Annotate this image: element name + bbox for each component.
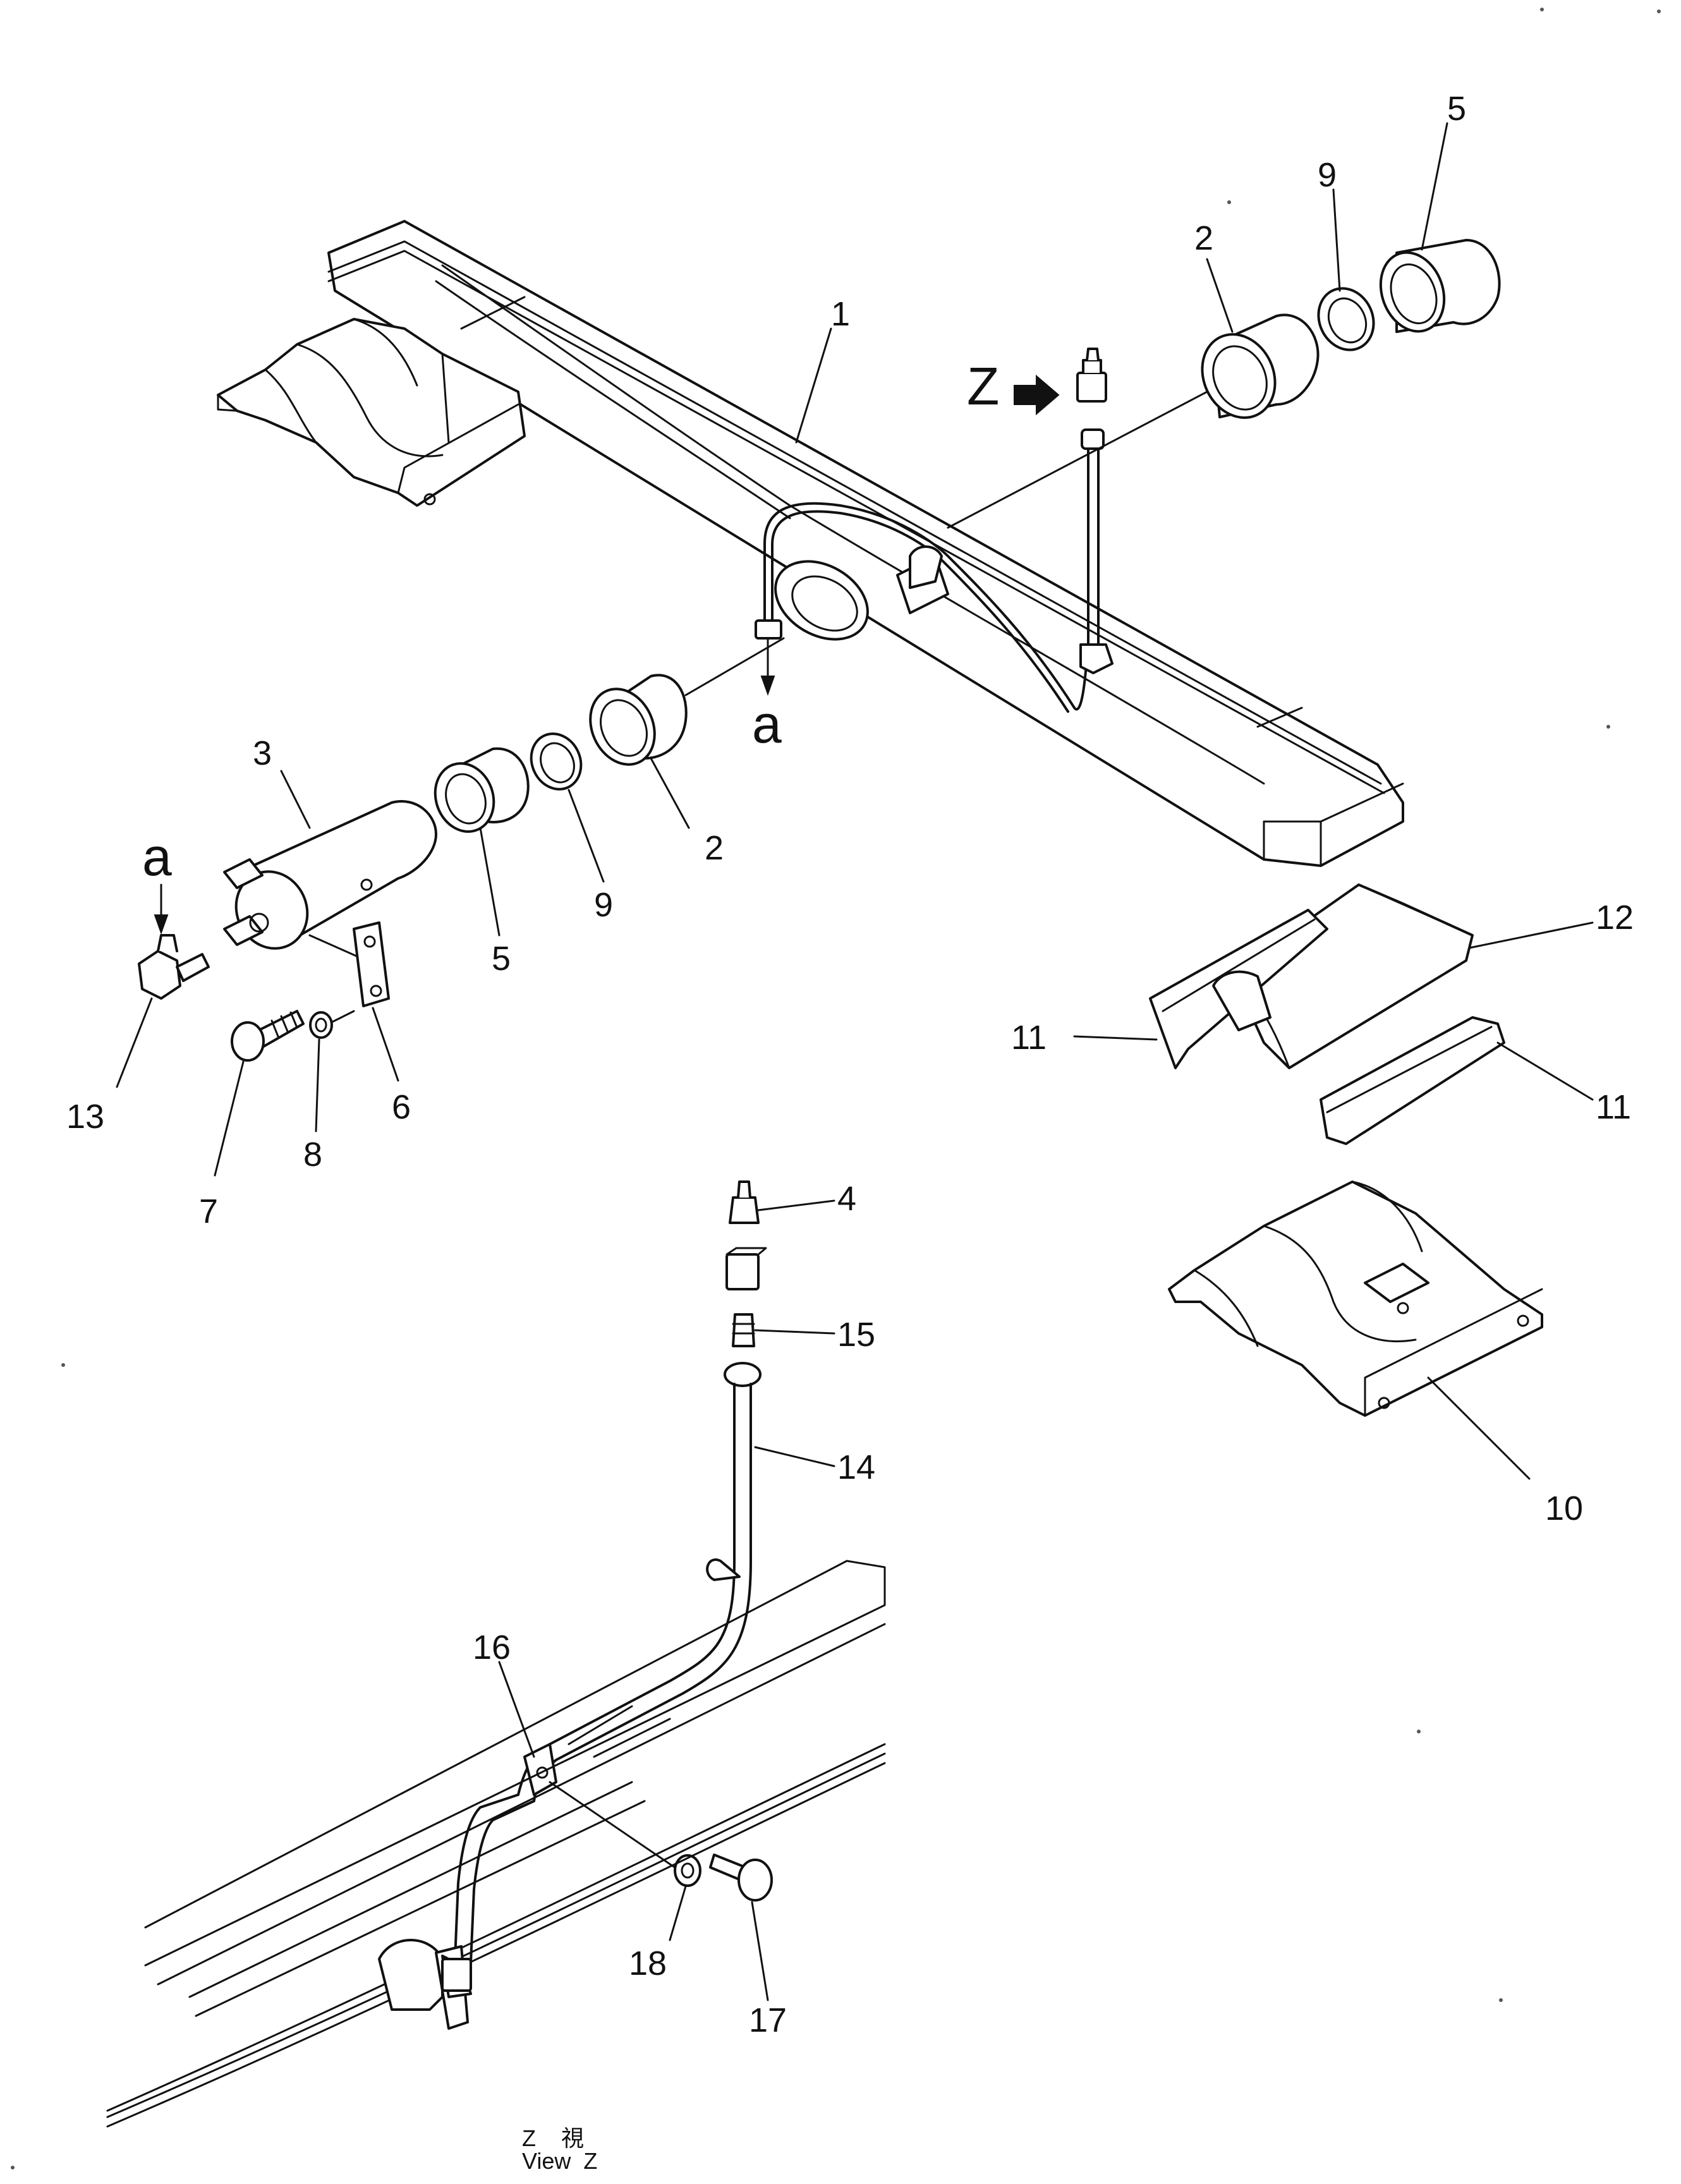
grease-fitting-4 [730,1182,758,1223]
callout-12: 12 [1596,899,1634,937]
callout-16: 16 [473,1629,511,1666]
washer-8 [310,1012,332,1038]
callout-5-lower: 5 [492,940,511,978]
callout-11-left: 11 [1011,1019,1047,1057]
reference-arrow-a-left: a [142,827,172,933]
beam-view-z [107,1561,885,2126]
callout-7: 7 [199,1192,218,1230]
callout-2-lower: 2 [705,829,724,867]
callout-6: 6 [392,1088,411,1126]
bushing-2-upper [1189,315,1318,429]
reference-arrow-a-center: a [752,638,782,754]
callout-13: 13 [66,1098,104,1136]
callout-9-lower: 9 [594,886,613,924]
scan-specks [11,8,1661,2169]
seal-9-upper [1309,279,1383,359]
callout-8: 8 [303,1136,322,1174]
beam-grease-pipe [756,504,1087,712]
shim-11-left [1150,910,1327,1068]
svg-text:a: a [752,695,782,754]
callout-labels: 1 2 9 5 2 9 5 3 6 8 7 13 4 15 14 11 11 1… [66,90,1634,2039]
view-z-marker: Z [967,356,1059,416]
callout-2-upper: 2 [1194,219,1213,257]
adapter-block [727,1248,766,1289]
bushing-5-lower [426,749,528,840]
support-bracket-10 [1169,1182,1542,1416]
callout-5-upper: 5 [1447,90,1466,128]
callout-15: 15 [837,1316,875,1354]
leader-lines [117,123,1593,2000]
svg-text:Z: Z [967,356,999,416]
beam-center-bore [762,545,882,655]
svg-text:a: a [142,827,172,887]
connector-15 [733,1314,754,1346]
callout-11-right: 11 [1596,1088,1631,1126]
bolt-7 [232,1011,303,1060]
grease-tube-upper [1077,349,1112,673]
bushing-5-upper [1370,240,1500,341]
seal-9-lower [523,725,590,798]
washer-18 [675,1855,700,1886]
callout-10: 10 [1545,1489,1583,1527]
callout-17: 17 [749,2001,787,2039]
bolt-17 [710,1855,772,1900]
pin-3 [224,801,436,960]
callout-18: 18 [629,1944,667,1982]
view-z-caption-line2: View Z [522,2148,598,2174]
beam-end-saddle [218,319,525,506]
callout-14: 14 [837,1448,875,1486]
lock-plate-6 [354,923,389,1006]
clamp-16 [525,1744,556,1795]
callout-3: 3 [253,734,272,772]
view-z-caption: Z 視 View Z [522,2127,610,2173]
bushing-2-lower [578,675,686,775]
callout-9-upper: 9 [1318,156,1337,194]
view-z-caption-line1: Z 視 [522,2125,584,2151]
callout-1: 1 [831,295,850,333]
callout-4: 4 [837,1180,856,1218]
shim-11-right [1321,1017,1504,1144]
elbow-13 [139,935,209,998]
